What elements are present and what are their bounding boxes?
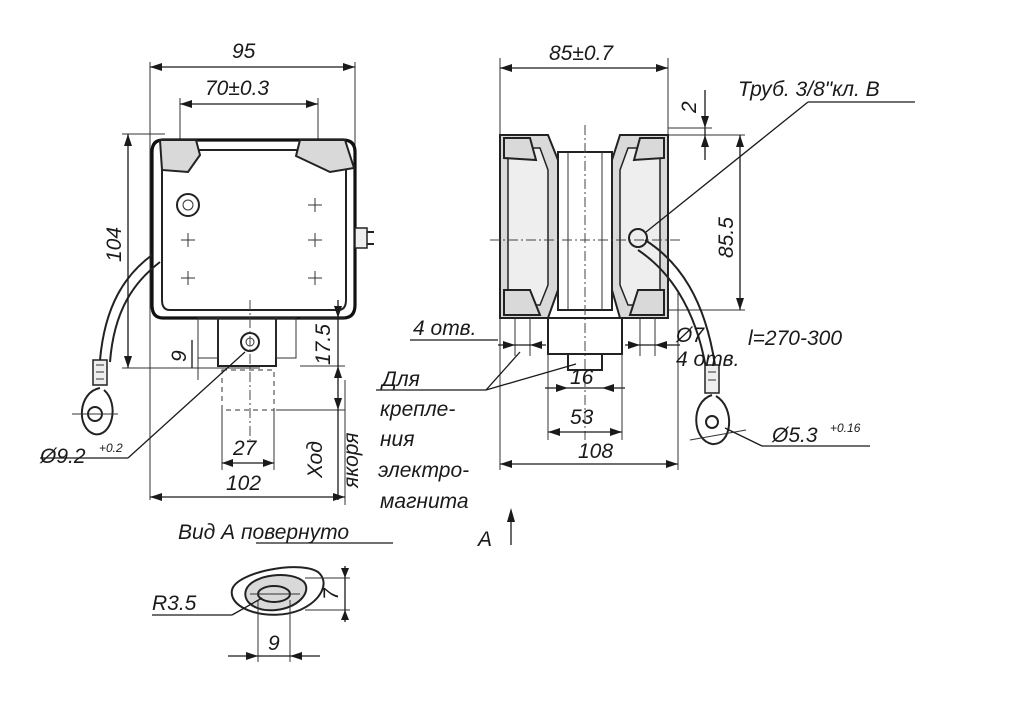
center-marks [181, 198, 322, 285]
mounting-note: Для крепле- ния электро- магнита [378, 368, 469, 513]
dim-17-5: 17.5 [312, 324, 335, 365]
dim-104: 104 [103, 227, 126, 262]
dim-stroke-2: якоря [340, 433, 363, 489]
mount-note-line-2: крепле- [380, 398, 455, 421]
dim-95: 95 [232, 40, 256, 63]
tube-label: Труб. 3/8"кл. В [738, 78, 880, 101]
radius-label: R3.5 [152, 592, 197, 615]
dim-102: 102 [226, 472, 261, 495]
mount-note-line-3: ния [380, 428, 414, 451]
mount-note-line-4: электро- [378, 459, 469, 482]
hole-right-dim: Ø5.3 [771, 424, 818, 447]
view-a-dim-7: 7 [320, 587, 343, 600]
dim-53: 53 [570, 406, 594, 429]
view-a-dim-9: 9 [268, 632, 280, 655]
dim-9-left: 9 [168, 350, 191, 362]
dim-85: 85±0.7 [549, 42, 614, 65]
holes-4-right: 4 отв. [676, 348, 739, 371]
front-view: 95 70±0.3 104 9 17.5 Ход якоря 27 102 Ø9… [39, 40, 374, 505]
dim-16: 16 [570, 366, 594, 389]
holes-4-left: 4 отв. [413, 317, 476, 340]
mount-note-line-5: магнита [380, 490, 469, 513]
dim-2: 2 [678, 101, 701, 114]
dim-27: 27 [232, 437, 258, 460]
dim-108: 108 [578, 440, 613, 463]
hole-right-tol: +0.16 [830, 421, 861, 435]
hole-left-dim: Ø9.2 [39, 445, 86, 468]
view-a-title: Вид А повернуто [178, 521, 349, 544]
view-letter: А [476, 528, 492, 551]
dim-70: 70±0.3 [205, 77, 269, 100]
view-a: Вид А повернуто R3.5 7 9 [152, 521, 393, 662]
hole-7: Ø7 [675, 324, 705, 347]
lead-length: l=270-300 [748, 327, 842, 350]
dim-stroke-1: Ход [304, 441, 327, 479]
mount-note-line-1: Для [380, 368, 420, 391]
hole-left-tol: +0.2 [99, 441, 123, 455]
side-view: 85±0.7 Труб. 3/8"кл. В 2 85.5 4 отв. Ø7 … [376, 42, 915, 551]
dim-85-5: 85.5 [715, 217, 738, 258]
